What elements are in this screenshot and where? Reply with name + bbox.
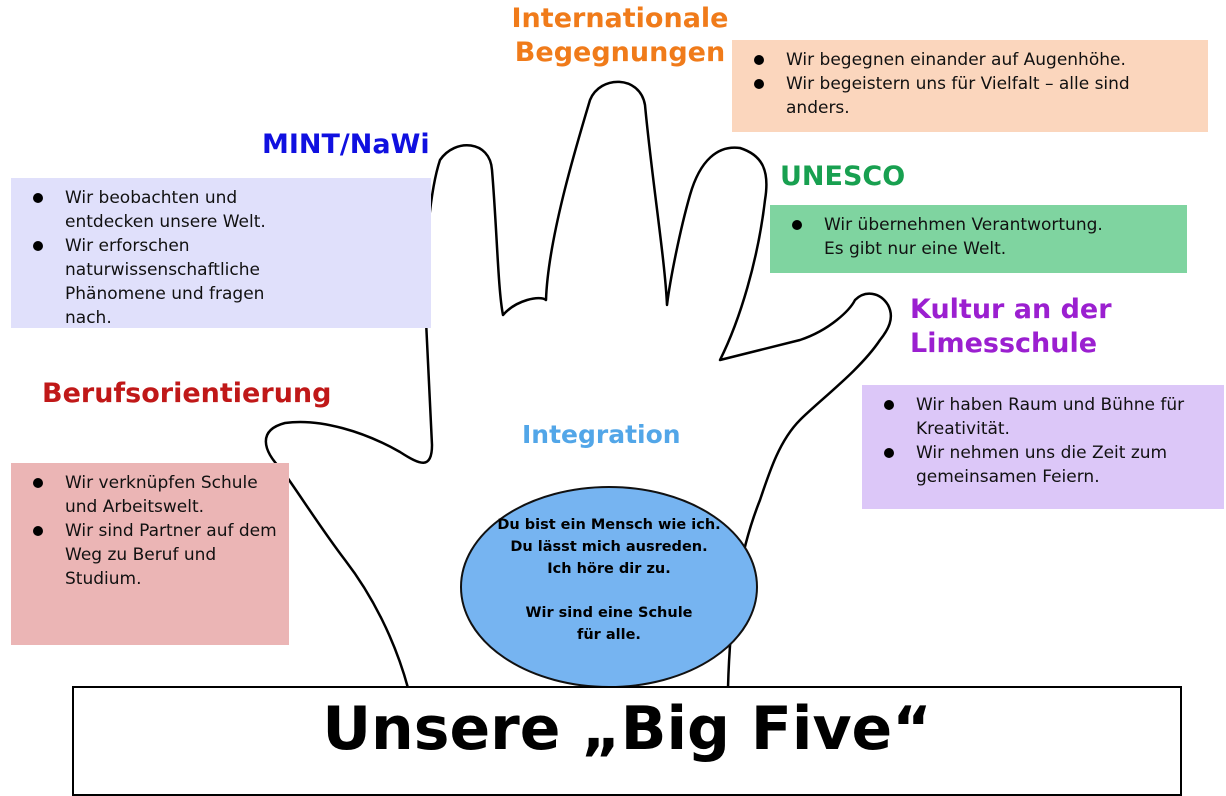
- heading-line: Limesschule: [910, 328, 1098, 359]
- list-item: Wir übernehmen Verantwortung. Es gibt nu…: [788, 213, 1127, 261]
- heading-beruf: Berufsorientierung: [42, 378, 332, 409]
- integration-line: Ich höre dir zu.: [547, 561, 671, 577]
- integration-line: Du bist ein Mensch wie ich.: [497, 517, 721, 533]
- integration-text: Du bist ein Mensch wie ich. Du lässt mic…: [470, 514, 748, 646]
- heading-line: Internationale: [511, 3, 729, 34]
- integration-line: [470, 580, 748, 602]
- hand-shape: [264, 80, 893, 690]
- page-title: Unsere „Big Five“: [322, 694, 932, 764]
- list-item: Wir haben Raum und Bühne für Kreativität…: [880, 393, 1216, 441]
- list-item: Wir beobachten und entdecken unsere Welt…: [29, 186, 301, 234]
- integration-line: für alle.: [577, 627, 641, 643]
- beruf-box: Wir verknüpfen Schule und Arbeitswelt. W…: [11, 463, 289, 645]
- integration-line: Wir sind eine Schule: [525, 605, 693, 621]
- heading-line: Begegnungen: [514, 37, 726, 68]
- list-item: Wir erforschen naturwissenschaftliche Ph…: [29, 234, 301, 330]
- heading-mint: MINT/NaWi: [262, 129, 430, 160]
- heading-kultur: Kultur an der Limesschule: [910, 293, 1112, 361]
- list-item: Wir verknüpfen Schule und Arbeitswelt.: [29, 471, 283, 519]
- list-item: Wir begeistern uns für Vielfalt – alle s…: [750, 72, 1196, 120]
- kultur-box: Wir haben Raum und Bühne für Kreativität…: [862, 385, 1224, 509]
- list-item: Wir nehmen uns die Zeit zum gemeinsamen …: [880, 441, 1216, 489]
- list-item: Wir begegnen einander auf Augenhöhe.: [750, 48, 1196, 72]
- title-box: Unsere „Big Five“: [72, 686, 1182, 796]
- heading-line: Kultur an der: [910, 294, 1112, 325]
- unesco-box: Wir übernehmen Verantwortung. Es gibt nu…: [770, 205, 1187, 273]
- mint-box: Wir beobachten und entdecken unsere Welt…: [11, 178, 431, 328]
- hand-outline: [264, 80, 893, 690]
- list-item: Wir sind Partner auf dem Weg zu Beruf un…: [29, 519, 283, 591]
- heading-unesco: UNESCO: [780, 161, 906, 192]
- international-box: Wir begegnen einander auf Augenhöhe. Wir…: [732, 40, 1208, 132]
- heading-integration: Integration: [522, 420, 681, 449]
- integration-line: Du lässt mich ausreden.: [510, 539, 708, 555]
- heading-international: Internationale Begegnungen: [505, 2, 735, 70]
